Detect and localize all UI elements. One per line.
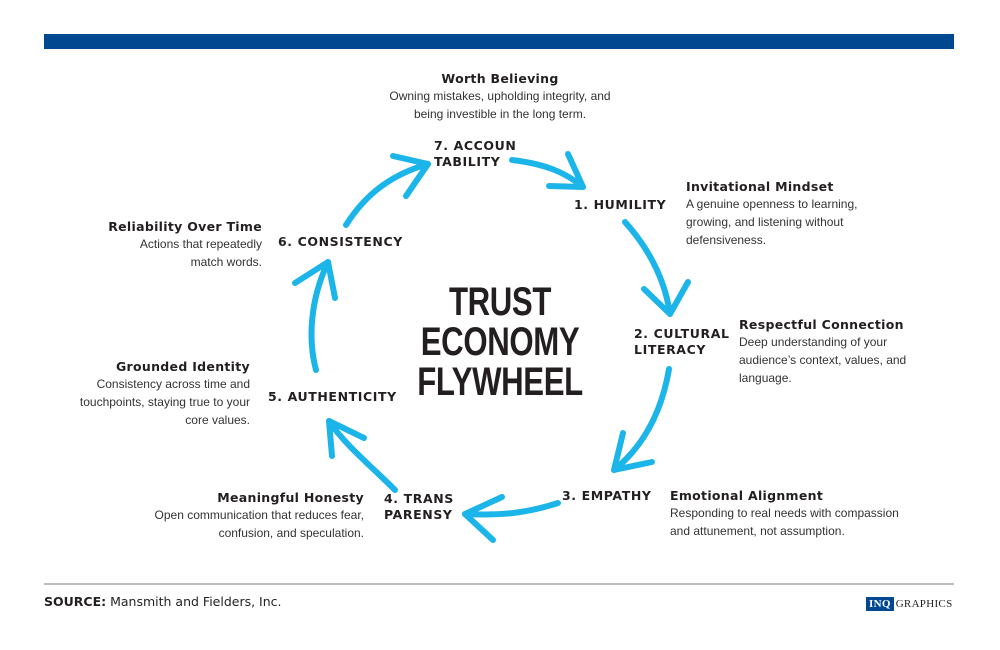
stage-4-label: 4. TRANS PARENSY bbox=[384, 491, 454, 523]
arrow-5-to-6 bbox=[292, 259, 338, 373]
arrow-4-to-5 bbox=[326, 418, 398, 493]
stage-3-label-line: 3. EMPATHY bbox=[562, 488, 652, 503]
arrow-1-to-2 bbox=[622, 219, 691, 317]
logo-inq: INQ bbox=[866, 597, 894, 611]
arrow-5-to-6-shaft bbox=[308, 259, 331, 373]
arrow-1-to-2-shaft bbox=[622, 219, 673, 317]
stage-3-desc-title: Emotional Alignment bbox=[670, 488, 824, 503]
stage-2-desc-title: Respectful Connection bbox=[739, 317, 904, 332]
stage-5-desc-title: Grounded Identity bbox=[116, 359, 250, 374]
stage-5-desc-line: Consistency across time and bbox=[96, 377, 250, 391]
stage-5-description: Grounded Identity Consistency across tim… bbox=[40, 358, 250, 429]
footer-divider bbox=[44, 583, 954, 585]
arrow-6-to-7-shaft bbox=[343, 161, 431, 228]
stage-3-label: 3. EMPATHY bbox=[562, 488, 652, 504]
arrow-4-to-5-shaft bbox=[326, 418, 398, 493]
stage-3-desc-line: Responding to real needs with compassion bbox=[670, 506, 899, 520]
arrow-3-to-4-shaft bbox=[462, 500, 561, 518]
stage-7-desc-line: being investible in the long term. bbox=[413, 107, 587, 121]
stage-2-label-line: LITERACY bbox=[634, 342, 707, 357]
stage-4-description: Meaningful Honesty Open communication th… bbox=[110, 489, 364, 542]
stage-7-desc-line: Owning mistakes, upholding integrity, an… bbox=[389, 89, 611, 103]
stage-4-label-line: 4. TRANS bbox=[384, 491, 454, 506]
stage-2-description: Respectful Connection Deep understanding… bbox=[739, 316, 959, 387]
stage-4-desc-line: Open communication that reduces fear, bbox=[154, 508, 364, 522]
stage-2-label: 2. CULTURAL LITERACY bbox=[634, 326, 730, 358]
stage-6-label-line: 6. CONSISTENCY bbox=[278, 234, 403, 249]
arrow-7-to-1 bbox=[509, 151, 586, 190]
stage-1-desc-line: A genuine openness to learning, bbox=[686, 197, 858, 211]
stage-1-label: 1. HUMILITY bbox=[574, 197, 666, 213]
arrow-2-to-3 bbox=[611, 366, 672, 473]
stage-5-desc-line: core values. bbox=[185, 413, 250, 427]
title-line: TRUST bbox=[448, 280, 552, 324]
arrow-3-to-4-head bbox=[462, 494, 505, 543]
stage-6-desc-line: Actions that repeatedly bbox=[139, 237, 262, 251]
source-label: SOURCE: bbox=[44, 594, 107, 609]
stage-5-label: 5. AUTHENTICITY bbox=[268, 389, 397, 405]
stage-1-desc-line: defensiveness. bbox=[686, 233, 767, 247]
arrow-2-to-3-head bbox=[611, 430, 655, 473]
stage-2-desc-line: Deep understanding of your bbox=[739, 335, 888, 349]
stage-1-desc-line: growing, and listening without bbox=[686, 215, 844, 229]
title-line: ECONOMY bbox=[420, 320, 580, 364]
source-credit: SOURCE: Mansmith and Fielders, Inc. bbox=[44, 594, 282, 609]
stage-5-label-line: 5. AUTHENTICITY bbox=[268, 389, 397, 404]
source-text: Mansmith and Fielders, Inc. bbox=[106, 594, 282, 609]
stage-7-description: Worth Believing Owning mistakes, upholdi… bbox=[340, 70, 660, 123]
stage-3-desc-line: and attunement, not assumption. bbox=[670, 524, 845, 538]
diagram-title: TRUST ECONOMY FLYWHEEL bbox=[406, 282, 593, 402]
stage-6-description: Reliability Over Time Actions that repea… bbox=[60, 218, 262, 271]
arrow-7-to-1-head bbox=[546, 151, 586, 190]
stage-1-desc-title: Invitational Mindset bbox=[686, 179, 834, 194]
arrow-4-to-5-head bbox=[326, 418, 367, 459]
stage-3-description: Emotional Alignment Responding to real n… bbox=[670, 487, 950, 540]
stage-1-description: Invitational Mindset A genuine openness … bbox=[686, 178, 906, 249]
stage-7-label-line: 7. ACCOUN bbox=[434, 138, 517, 153]
arrow-6-to-7-head bbox=[390, 153, 431, 199]
stage-2-desc-line: audience’s context, values, and bbox=[739, 353, 907, 367]
stage-6-desc-line: match words. bbox=[190, 255, 262, 269]
stage-7-desc-title: Worth Believing bbox=[441, 71, 559, 86]
stage-2-desc-line: language. bbox=[739, 371, 792, 385]
stage-4-label-line: PARENSY bbox=[384, 507, 453, 522]
stage-6-label: 6. CONSISTENCY bbox=[278, 234, 403, 250]
stage-7-label: 7. ACCOUN TABILITY bbox=[434, 138, 516, 170]
arrow-2-to-3-shaft bbox=[611, 366, 672, 473]
stage-6-desc-title: Reliability Over Time bbox=[108, 219, 262, 234]
stage-2-label-line: 2. CULTURAL bbox=[634, 326, 730, 341]
arrow-6-to-7 bbox=[343, 153, 431, 228]
stage-7-label-line: TABILITY bbox=[434, 154, 501, 169]
stage-4-desc-title: Meaningful Honesty bbox=[217, 490, 364, 505]
arrow-3-to-4 bbox=[462, 494, 561, 543]
stage-5-desc-line: touchpoints, staying true to your bbox=[79, 395, 250, 409]
header-bar bbox=[44, 34, 954, 49]
arrow-5-to-6-head bbox=[292, 259, 338, 301]
logo-graphics: GRAPHICS bbox=[895, 598, 953, 610]
arrow-1-to-2-head bbox=[641, 279, 691, 317]
stage-4-desc-line: confusion, and speculation. bbox=[218, 526, 364, 540]
stage-1-label-line: 1. HUMILITY bbox=[574, 197, 667, 212]
title-line: FLYWHEEL bbox=[417, 360, 583, 404]
